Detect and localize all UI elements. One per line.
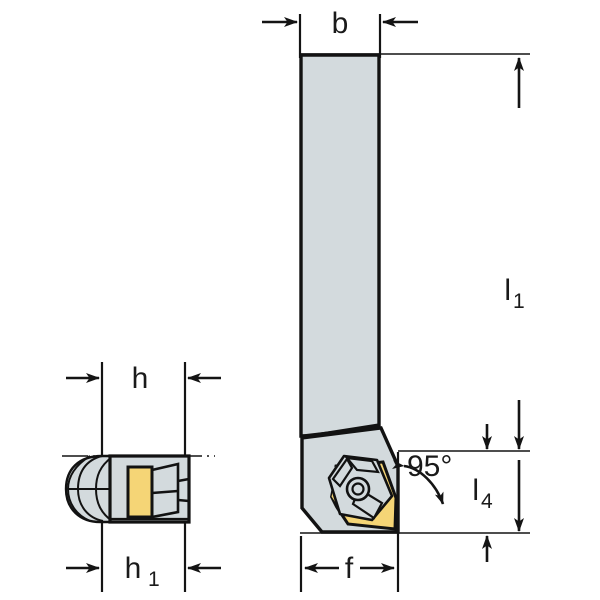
clamp-screw-socket [351, 482, 365, 496]
dimension-label-h1-subscript: 1 [148, 568, 160, 591]
end-view-clamp-facets [150, 462, 190, 519]
end-view-group: h h 1 [62, 362, 221, 592]
dimension-label-l1-subscript: 1 [513, 290, 525, 313]
b-extension-lines [298, 14, 382, 58]
dimension-label-h: h [132, 362, 149, 395]
l4-dimension-arrows [482, 424, 524, 562]
dimension-label-l1: l [504, 274, 511, 307]
dimension-label-h1: h [125, 552, 142, 585]
dimension-label-f: f [345, 552, 354, 585]
h-extension-lines [100, 362, 187, 470]
dimension-label-l4: l [472, 474, 479, 507]
dimension-label-l4-subscript: 4 [481, 490, 493, 513]
end-view-carbide-insert [126, 465, 154, 519]
lead-angle-arc [392, 460, 445, 505]
shank-body [299, 53, 381, 438]
lead-angle-label: 95° [407, 450, 452, 483]
dimension-label-b: b [332, 7, 349, 40]
side-view-group: b [262, 7, 530, 592]
insert-seat-shadow [322, 466, 339, 515]
